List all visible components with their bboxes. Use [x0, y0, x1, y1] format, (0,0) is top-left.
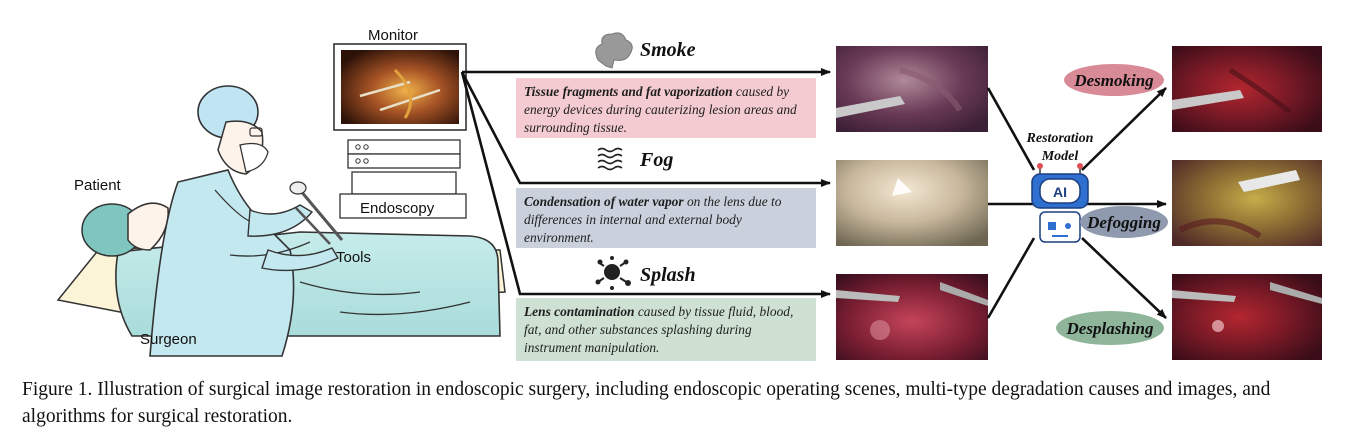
desmoked-image [1172, 46, 1322, 132]
patient-label: Patient [74, 177, 122, 194]
degradation-title-fog: Fog [639, 149, 673, 171]
desplashing-pill [1056, 311, 1164, 345]
operating-scene: Monitor Endoscopy Patient Tools Surgeon [56, 27, 506, 357]
smoke-icon [595, 32, 633, 69]
fog-image [836, 160, 988, 246]
monitor-arrows [460, 68, 831, 298]
endoscope-tool [298, 189, 344, 241]
surgeon-mask [239, 142, 269, 173]
degradation-title-splash: Splash [640, 264, 696, 286]
fog-desc-box [516, 188, 816, 248]
fog-icon [597, 147, 623, 171]
splash-desc-box [516, 298, 816, 361]
model-arrows-out [1081, 87, 1167, 319]
monitor-screen [341, 50, 459, 124]
desmoking-pill [1064, 64, 1164, 96]
smoke-image [836, 46, 988, 132]
defogging-pill [1080, 206, 1168, 238]
model-title-line1: Restoration [1026, 131, 1094, 146]
figure-caption: Figure 1. Illustration of surgical image… [22, 379, 1271, 427]
model-title-line2: Model [1041, 149, 1079, 164]
tools-label: Tools [336, 249, 371, 266]
degradation-title-smoke: Smoke [640, 39, 696, 61]
fog-description: Condensation of water vapor on the lens … [524, 194, 782, 245]
splash-image [836, 274, 988, 360]
output-label-desmoking: Desmoking [1073, 71, 1154, 90]
splash-icon [595, 256, 631, 290]
surgeon-gown [149, 169, 295, 357]
model-badge: AI [1053, 184, 1067, 200]
output-label-defogging: Defogging [1086, 213, 1161, 232]
surgeon-label: Surgeon [140, 331, 197, 348]
desplashed-image [1172, 274, 1322, 360]
output-label-desplashing: Desplashing [1066, 319, 1154, 338]
model-arrows-in [986, 87, 1036, 319]
patient-face [127, 202, 169, 251]
splash-description: Lens contamination caused by tissue flui… [524, 304, 794, 355]
device-unit [347, 139, 461, 155]
robot-icon: AI [1031, 163, 1089, 243]
smoke-description: Tissue fragments and fat vaporization ca… [524, 84, 797, 135]
smoke-desc-box [516, 78, 816, 138]
monitor-label: Monitor [368, 27, 418, 44]
endoscopy-label: Endoscopy [360, 200, 435, 217]
surgeon-arm [247, 204, 314, 237]
defogged-image [1172, 160, 1322, 246]
